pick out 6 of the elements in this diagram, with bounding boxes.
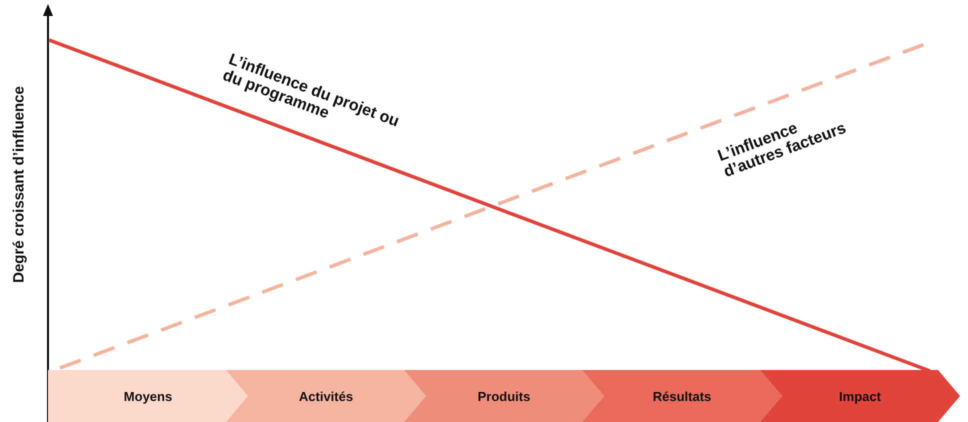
stage-label: Produits [478,388,530,404]
axis-label: Degré croissant d’influence [10,85,28,285]
stage-label: Moyens [124,388,172,404]
stage-label: Impact [839,388,881,404]
stage-label: Activités [298,388,354,404]
stage-label: Résultats [652,388,712,404]
